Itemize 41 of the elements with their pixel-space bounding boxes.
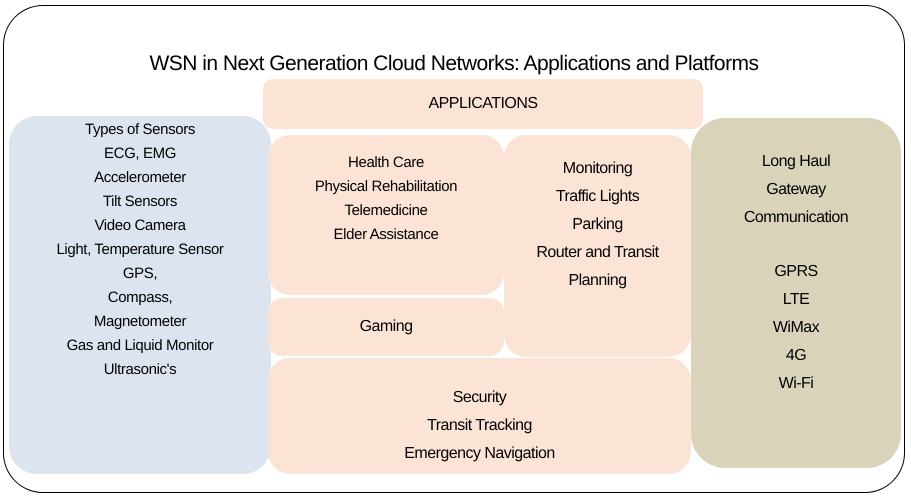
- item-text: Accelerometer: [94, 168, 186, 188]
- item-text: Elder Assistance: [334, 225, 438, 245]
- application-box: [504, 135, 691, 357]
- item-text: Ultrasonic's: [104, 360, 176, 380]
- application-box: [268, 358, 691, 474]
- item-text: GPS,: [122, 264, 158, 284]
- item-text: Tilt Sensors: [102, 192, 178, 212]
- item-text: Parking: [571, 215, 624, 235]
- item-text: Magnetometer: [94, 312, 186, 332]
- item-text: Light, Temperature Sensor: [56, 240, 224, 260]
- application-box: [268, 135, 504, 295]
- item-text: 4G: [786, 346, 806, 366]
- item-text: Gateway: [766, 180, 826, 200]
- box-heading: Security: [452, 388, 506, 408]
- item-text: WiMax: [772, 318, 820, 338]
- item-text: Compass,: [108, 288, 172, 308]
- item-text: Physical Rehabilitation: [314, 177, 458, 197]
- item-text: LTE: [782, 290, 810, 310]
- item-text: Communication: [744, 208, 848, 228]
- sensors-panel: [9, 116, 271, 474]
- applications-bar: [263, 79, 703, 129]
- item-text: Video Camera: [94, 216, 186, 236]
- box-heading: Long Haul: [762, 152, 830, 172]
- box-heading: APPLICATIONS: [428, 94, 538, 114]
- item-text: ECG, EMG: [104, 144, 176, 164]
- item-text: Transit Tracking: [427, 416, 532, 436]
- item-text: GPRS: [774, 262, 818, 282]
- box-heading: Health Care: [348, 153, 424, 173]
- item-text: Router and Transit Planning: [535, 243, 660, 291]
- item-text: Wi-Fi: [778, 374, 814, 394]
- application-box: [268, 298, 504, 356]
- box-heading: Monitoring: [562, 159, 634, 179]
- box-heading: Gaming: [360, 317, 412, 337]
- item-text: Telemedicine: [344, 201, 428, 221]
- frame: [3, 5, 905, 493]
- item-text: Traffic Lights: [554, 187, 640, 207]
- frame-heading: WSN in Next Generation Cloud Networks: Applications and Platforms: [150, 51, 758, 77]
- platforms-panel: [691, 118, 901, 468]
- item-text: Emergency Navigation: [404, 444, 555, 464]
- box-heading: Types of Sensors: [85, 120, 195, 140]
- item-text: Gas and Liquid Monitor: [66, 336, 214, 356]
